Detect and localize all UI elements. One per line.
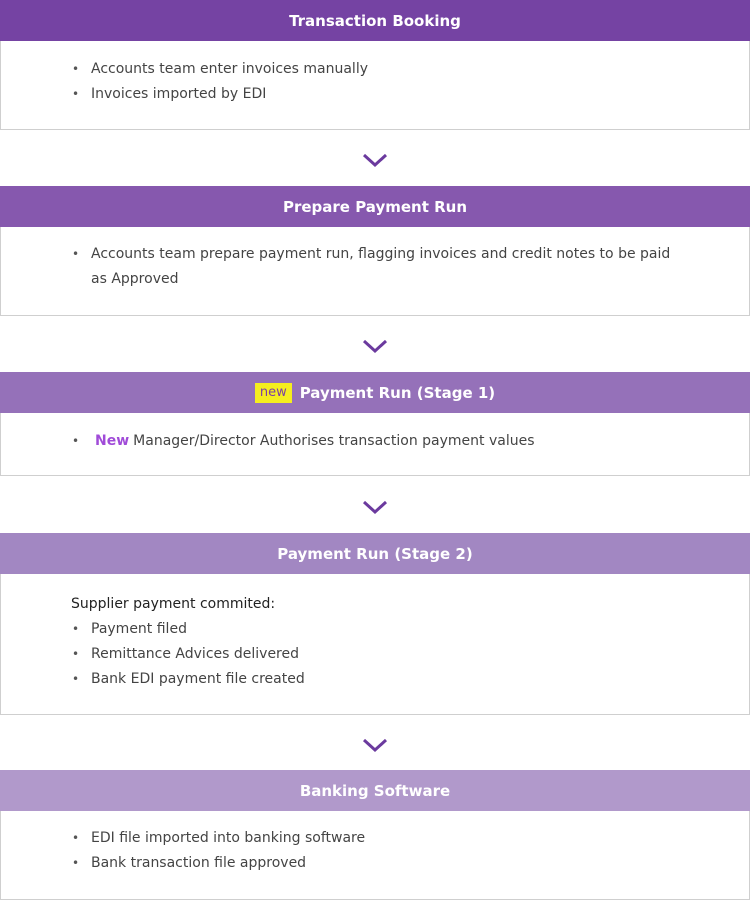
list-item: •Bank EDI payment file created xyxy=(72,671,305,687)
bullet-list: •Accounts team enter invoices manually •… xyxy=(71,57,749,107)
stage-transaction-booking: Transaction Booking •Accounts team enter… xyxy=(0,0,750,130)
list-item: •Invoices imported by EDI xyxy=(72,86,267,102)
stage-intro: Supplier payment commited: xyxy=(71,596,276,612)
list-item: •Remittance Advices delivered xyxy=(72,646,300,662)
stage-title: Payment Run (Stage 1) xyxy=(299,383,496,402)
stage-header: new Payment Run (Stage 1) xyxy=(0,372,750,413)
list-item: •Payment filed xyxy=(72,621,187,637)
bullet-list: •Accounts team prepare payment run, flag… xyxy=(71,242,749,292)
stage-title: Transaction Booking xyxy=(289,11,461,30)
list-item: •EDI file imported into banking software xyxy=(72,830,366,846)
stage-payment-run-2: Payment Run (Stage 2) Supplier payment c… xyxy=(0,533,750,715)
stage-header: Banking Software xyxy=(0,770,750,811)
stage-header: Payment Run (Stage 2) xyxy=(0,533,750,574)
stage-body: •Accounts team enter invoices manually •… xyxy=(0,41,750,130)
list-item: •Bank transaction file approved xyxy=(72,855,307,871)
new-badge: new xyxy=(254,382,292,403)
bullet-list: •Payment filed •Remittance Advices deliv… xyxy=(71,617,749,692)
stage-title: Banking Software xyxy=(299,781,451,800)
bullet-list: •EDI file imported into banking software… xyxy=(71,826,749,876)
new-label: New xyxy=(95,433,130,449)
stage-header: Transaction Booking xyxy=(0,0,750,41)
stage-body: •Accounts team prepare payment run, flag… xyxy=(0,227,750,316)
list-item: •Accounts team prepare payment run, flag… xyxy=(72,246,671,287)
stage-header: Prepare Payment Run xyxy=(0,186,750,227)
stage-banking-software: Banking Software •EDI file imported into… xyxy=(0,770,750,900)
stage-body: •EDI file imported into banking software… xyxy=(0,811,750,900)
stage-body: Supplier payment commited: •Payment file… xyxy=(0,574,750,715)
chevron-down-icon xyxy=(362,500,388,515)
chevron-down-icon xyxy=(362,738,388,753)
stage-title: Payment Run (Stage 2) xyxy=(277,544,473,563)
chevron-down-icon xyxy=(362,153,388,168)
chevron-down-icon xyxy=(362,339,388,354)
stage-title: Prepare Payment Run xyxy=(282,197,468,216)
list-item: •Accounts team enter invoices manually xyxy=(72,61,368,77)
stage-prepare-payment-run: Prepare Payment Run •Accounts team prepa… xyxy=(0,186,750,316)
